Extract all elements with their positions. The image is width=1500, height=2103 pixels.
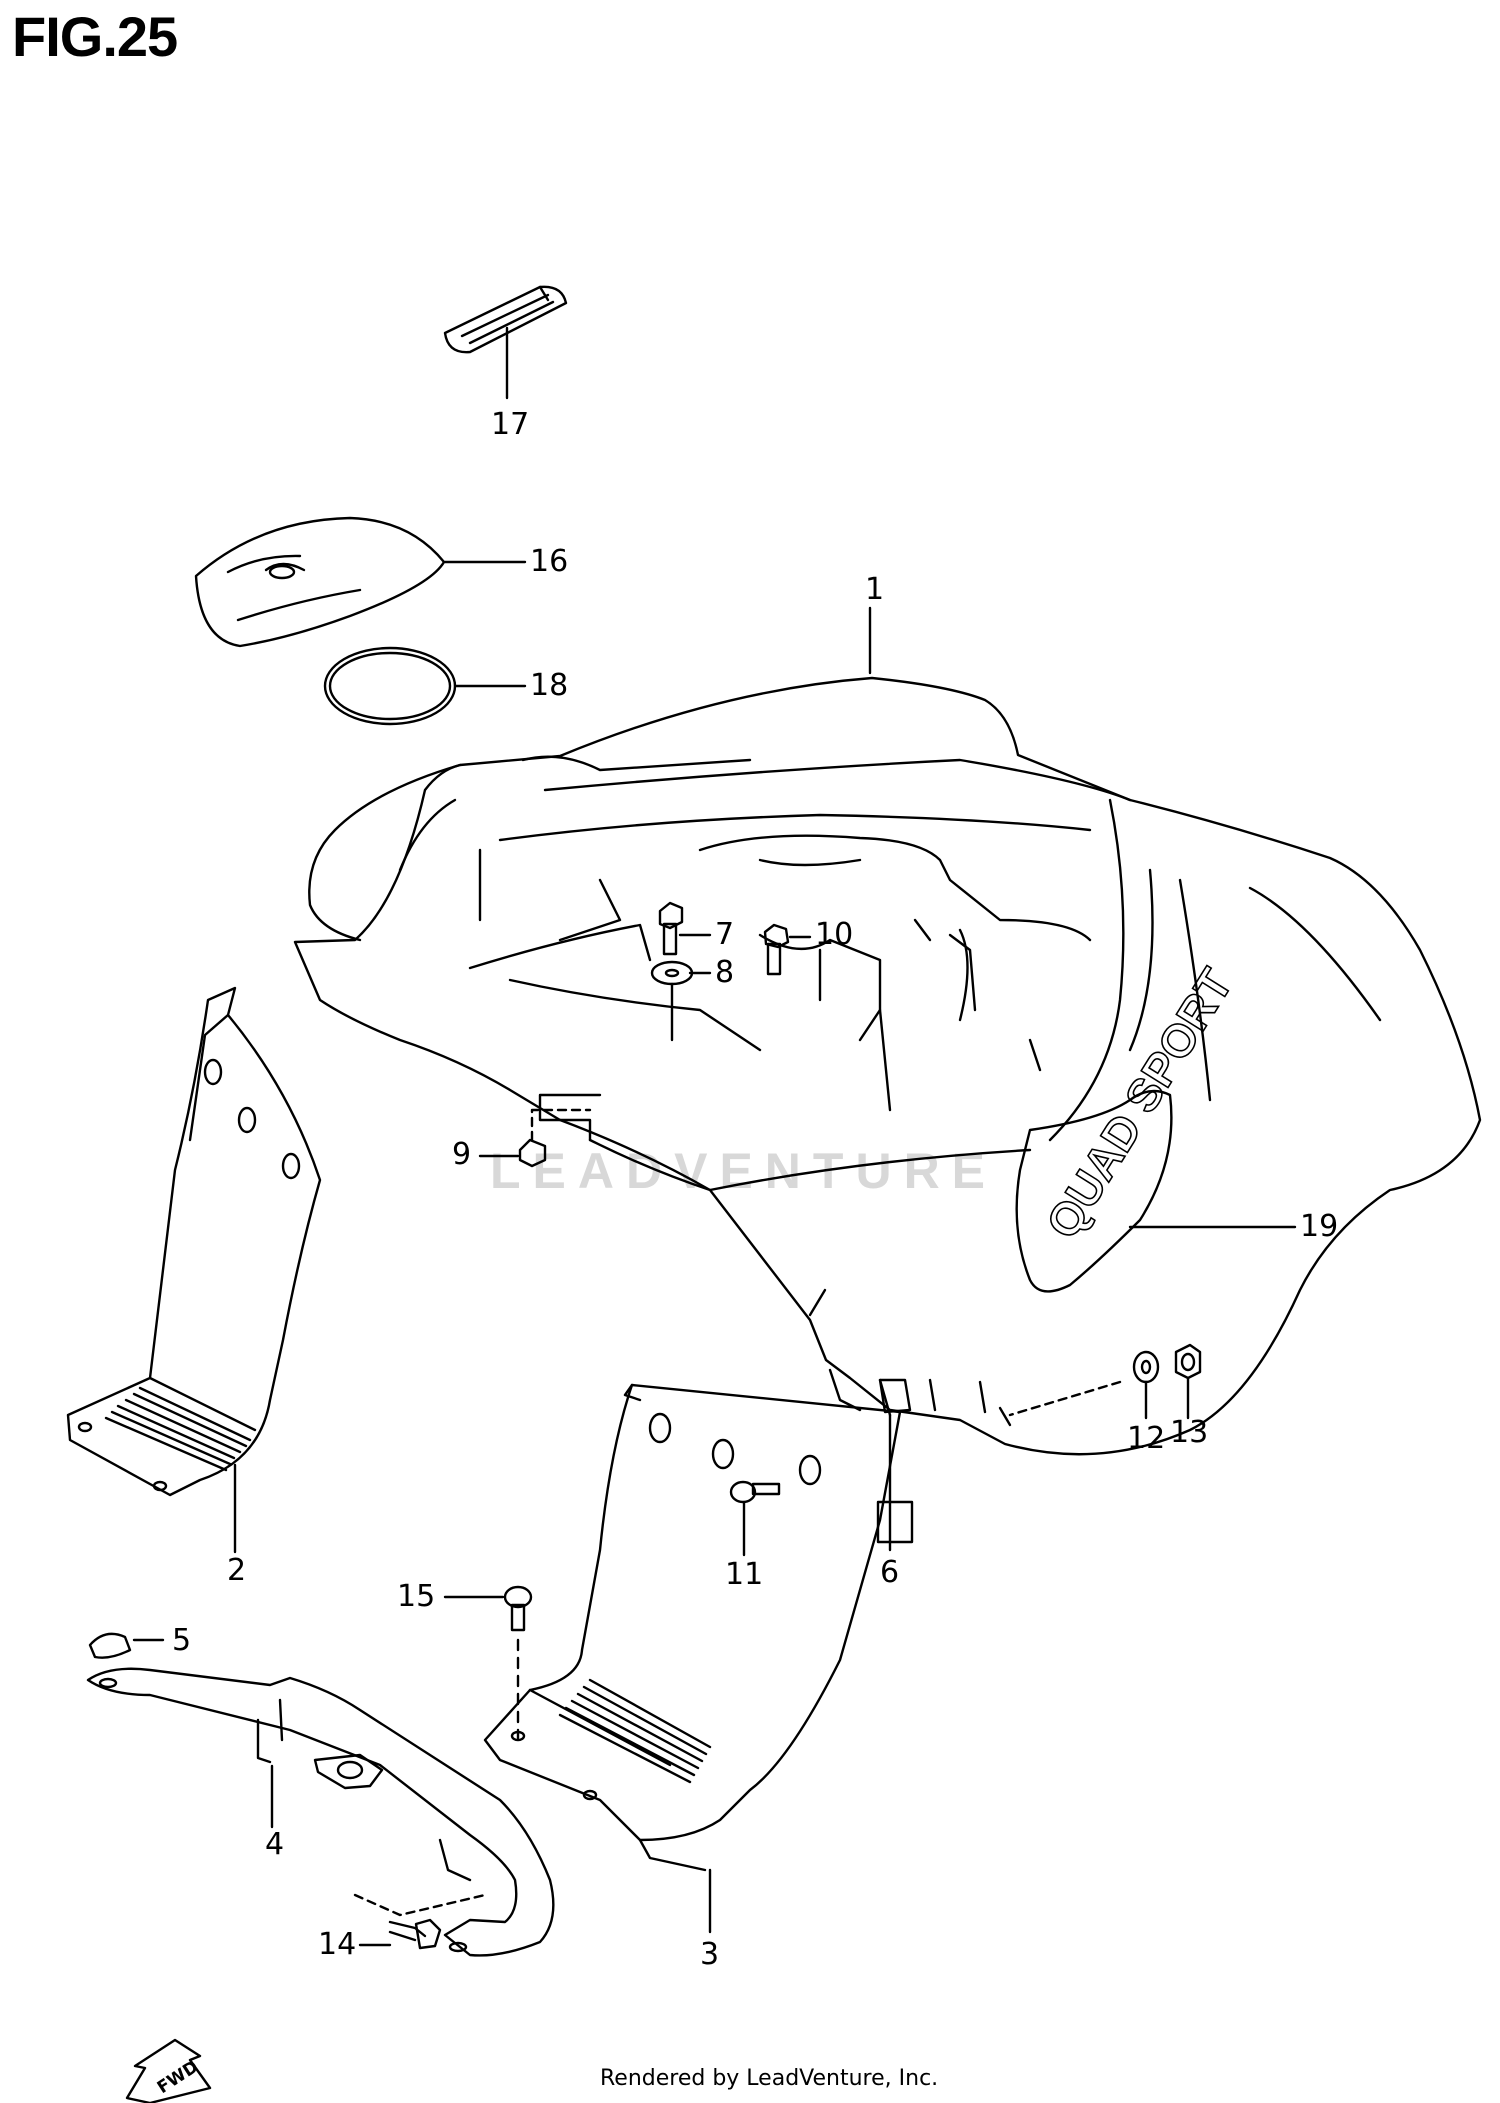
callout-4: 4: [265, 1827, 285, 1862]
footer-credit: Rendered by LeadVenture, Inc.: [600, 2066, 939, 2091]
decal-lettering: QUAD SPORT: [1036, 960, 1243, 1248]
leader-12-dash: [1008, 1380, 1122, 1417]
watermark-text: LEADVENTURE: [490, 1143, 998, 1199]
leader-9-dash: [530, 1108, 592, 1142]
callout-10: 10: [815, 917, 854, 952]
callout-8: 8: [715, 955, 735, 990]
callout-19: 19: [1300, 1209, 1339, 1244]
callout-16: 16: [530, 544, 569, 579]
part-7-bolt[interactable]: [658, 901, 684, 956]
part-8-washer[interactable]: [650, 960, 694, 986]
part-12-washer[interactable]: [1132, 1350, 1160, 1384]
part-15-screw[interactable]: [503, 1585, 533, 1632]
part-14-bolt[interactable]: [388, 1918, 442, 1950]
callout-1: 1: [865, 572, 885, 607]
part-9-nut[interactable]: [518, 1138, 547, 1168]
part-19-decal[interactable]: QUAD SPORT: [1015, 959, 1243, 1293]
part-6-pad-body: [876, 1500, 914, 1544]
callout-12: 12: [1127, 1421, 1166, 1456]
callout-17: 17: [491, 407, 530, 442]
fwd-arrow-icon: [125, 2038, 212, 2103]
figure-title: FIG.25: [12, 5, 178, 68]
callout-13: 13: [1170, 1415, 1209, 1450]
part-4-grab-bar[interactable]: [86, 1667, 555, 1957]
part-18-ring-inner: [328, 651, 452, 721]
callout-18: 18: [530, 668, 569, 703]
part-17-pad[interactable]: [443, 285, 568, 354]
callout-2: 2: [227, 1553, 247, 1588]
callout-7: 7: [715, 917, 735, 952]
part-13-nut[interactable]: [1174, 1343, 1202, 1380]
part-18-ring[interactable]: [323, 646, 457, 726]
callout-14: 14: [318, 1927, 357, 1962]
part-2-mudflap-left[interactable]: [66, 986, 322, 1497]
callout-3: 3: [700, 1937, 720, 1972]
part-5-cap[interactable]: [88, 1632, 132, 1659]
callout-5: 5: [172, 1623, 192, 1658]
part-1-rear-fender[interactable]: [293, 676, 1482, 1456]
part-11-screw[interactable]: [729, 1480, 781, 1504]
part-3-mudflap-right[interactable]: [483, 1383, 902, 1872]
callout-9: 9: [452, 1137, 472, 1172]
part-10-bolt[interactable]: [763, 923, 790, 976]
callout-6: 6: [880, 1555, 900, 1590]
callout-15: 15: [397, 1579, 436, 1614]
part-16-cover[interactable]: [194, 516, 446, 648]
callout-11: 11: [725, 1557, 764, 1592]
part-6-pad[interactable]: [878, 1378, 912, 1414]
leader-14-dash: [353, 1893, 487, 1917]
